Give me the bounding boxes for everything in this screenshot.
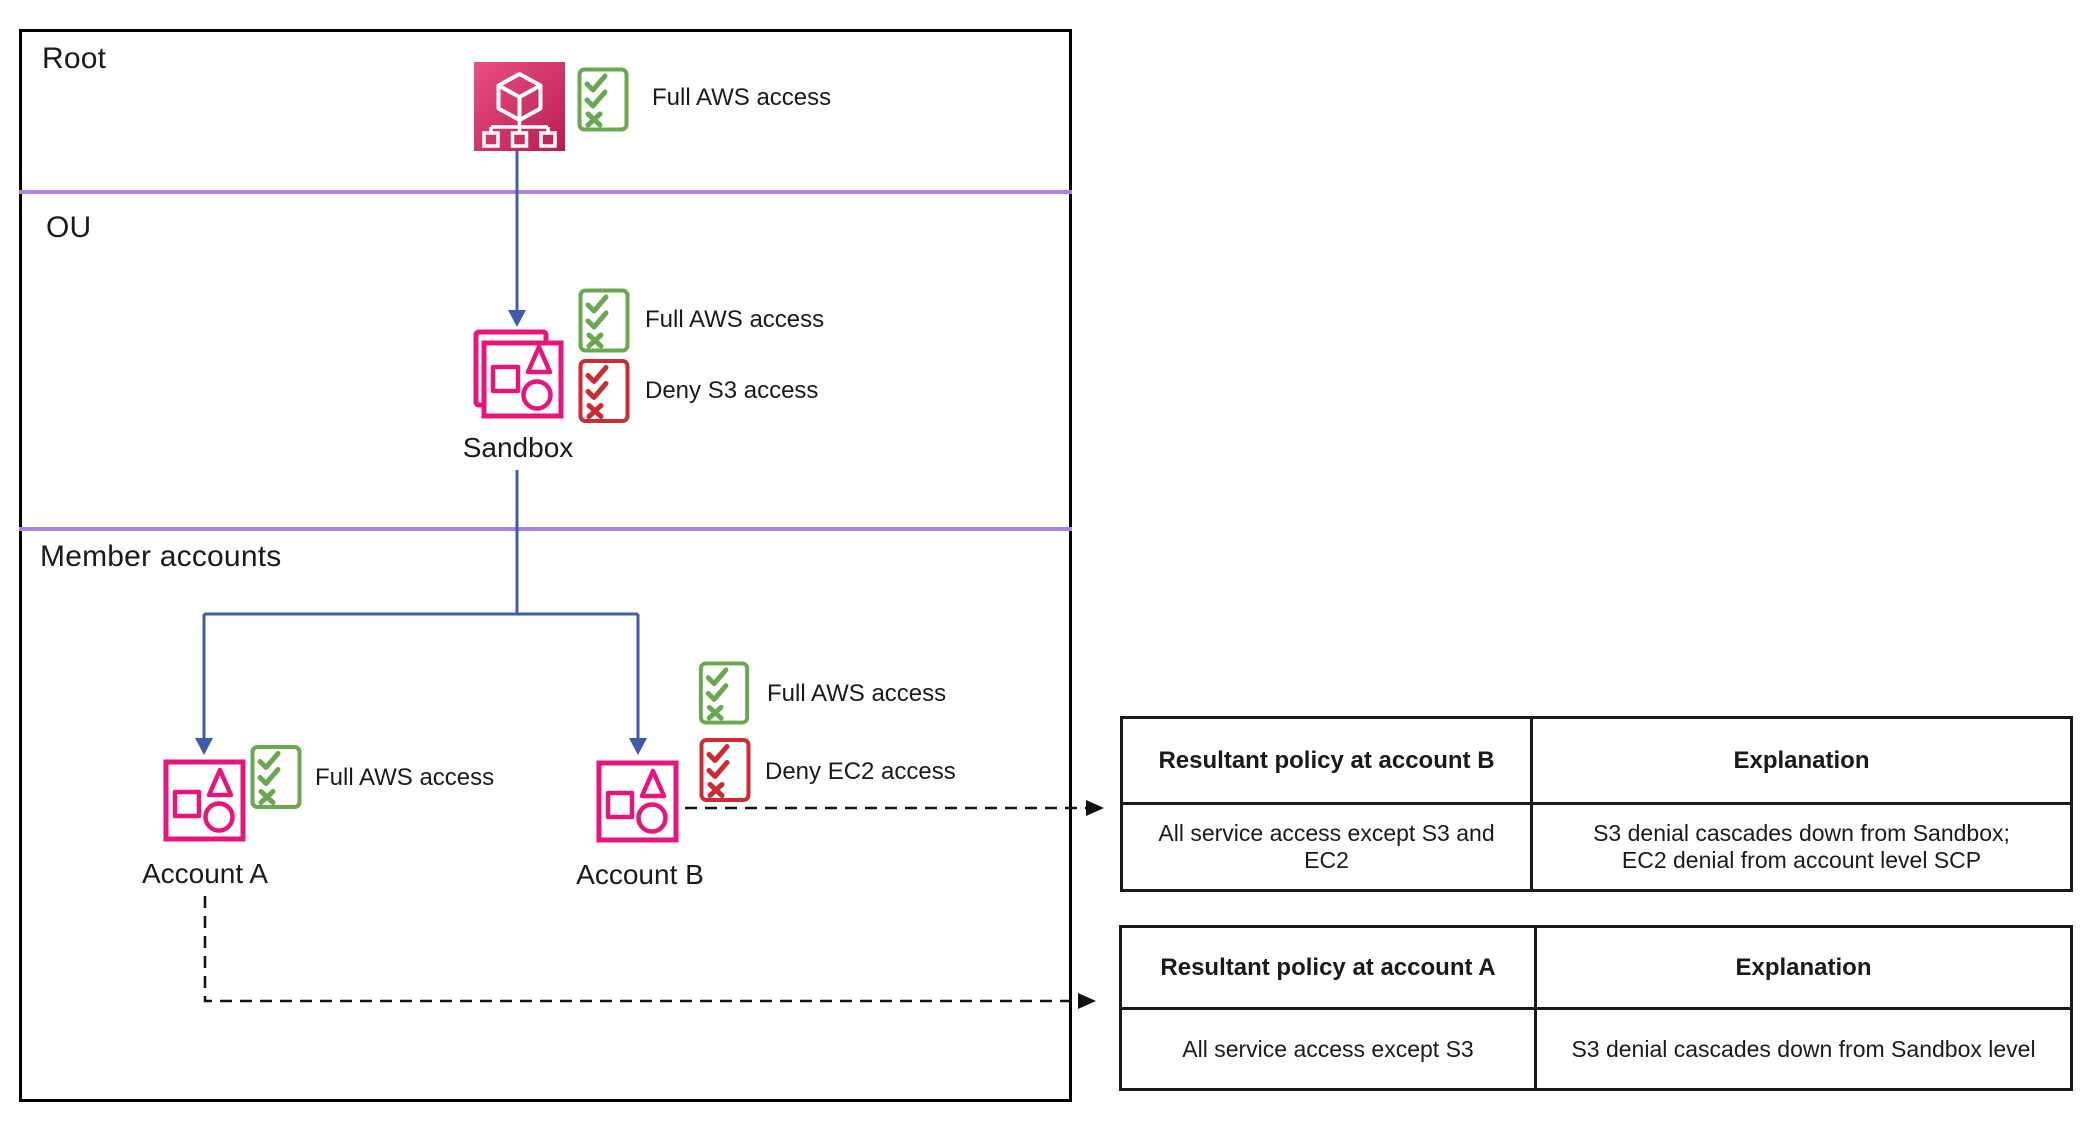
account-a-label: Account A: [141, 858, 269, 889]
table-cell-explanation-b: S3 denial cascades down from Sandbox; EC…: [1530, 802, 2073, 892]
allow-policy-checklist-icon: [578, 288, 630, 353]
section-label-root: Root: [42, 42, 107, 75]
deny-policy-checklist-icon: [699, 738, 751, 802]
table-cell-policy-a: All service access except S3: [1119, 1007, 1537, 1091]
allow-policy-checklist-icon: [250, 745, 302, 809]
organizations-root-icon: [474, 62, 565, 151]
organizational-unit-icon: [473, 329, 564, 419]
table-header-resultant-policy-b: Resultant policy at account B: [1120, 716, 1533, 805]
root-ou-divider: [19, 190, 1072, 194]
table-header-explanation: Explanation: [1534, 925, 2073, 1010]
ou-deny-policy-label: Deny S3 access: [645, 377, 819, 404]
allow-policy-checklist-icon: [577, 67, 629, 132]
sandbox-label: Sandbox: [462, 432, 574, 463]
account-a-policy-label: Full AWS access: [315, 764, 495, 791]
account-icon: [596, 760, 679, 843]
root-policy-label: Full AWS access: [652, 84, 832, 111]
section-label-ou: OU: [46, 211, 92, 244]
account-b-policy-table: Resultant policy at account B Explanatio…: [1120, 716, 2073, 892]
account-b-label: Account B: [576, 859, 704, 890]
table-header-resultant-policy-a: Resultant policy at account A: [1119, 925, 1537, 1010]
arrowhead-account-b-table: [1086, 800, 1104, 816]
section-label-member-accounts: Member accounts: [40, 540, 282, 573]
account-icon: [163, 759, 246, 842]
table-cell-policy-b: All service access except S3 and EC2: [1120, 802, 1533, 892]
organization-boundary-box: [19, 29, 1072, 1102]
ou-allow-policy-label: Full AWS access: [645, 306, 825, 333]
account-b-allow-policy-label: Full AWS access: [767, 680, 947, 707]
arrowhead-account-a-table: [1078, 993, 1096, 1009]
account-b-deny-policy-label: Deny EC2 access: [765, 758, 956, 785]
deny-policy-checklist-icon: [578, 359, 630, 423]
table-cell-explanation-a: S3 denial cascades down from Sandbox lev…: [1534, 1007, 2073, 1091]
account-a-policy-table: Resultant policy at account A Explanatio…: [1119, 925, 2073, 1091]
ou-member-divider: [19, 527, 1072, 531]
allow-policy-checklist-icon: [698, 661, 750, 725]
table-header-explanation: Explanation: [1530, 716, 2073, 805]
